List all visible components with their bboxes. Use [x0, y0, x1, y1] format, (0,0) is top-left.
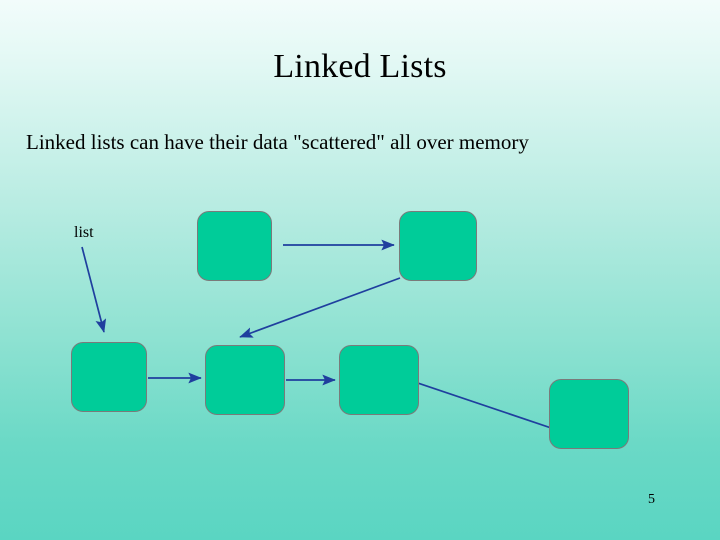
node-2	[399, 211, 477, 281]
slide-subtitle: Linked lists can have their data "scatte…	[26, 130, 529, 154]
list-pointer-label: list	[74, 224, 94, 241]
node-4	[205, 345, 285, 415]
page-title: Linked Lists	[273, 48, 447, 85]
node-6	[549, 379, 629, 449]
arrow-node2-to-node4	[239, 277, 401, 338]
arrow-list-to-node3	[81, 246, 107, 333]
node-3	[71, 342, 147, 412]
node-1	[197, 211, 272, 281]
page-number: 5	[648, 492, 655, 507]
node-5	[339, 345, 419, 415]
arrow-node5-to-node6	[393, 374, 573, 437]
